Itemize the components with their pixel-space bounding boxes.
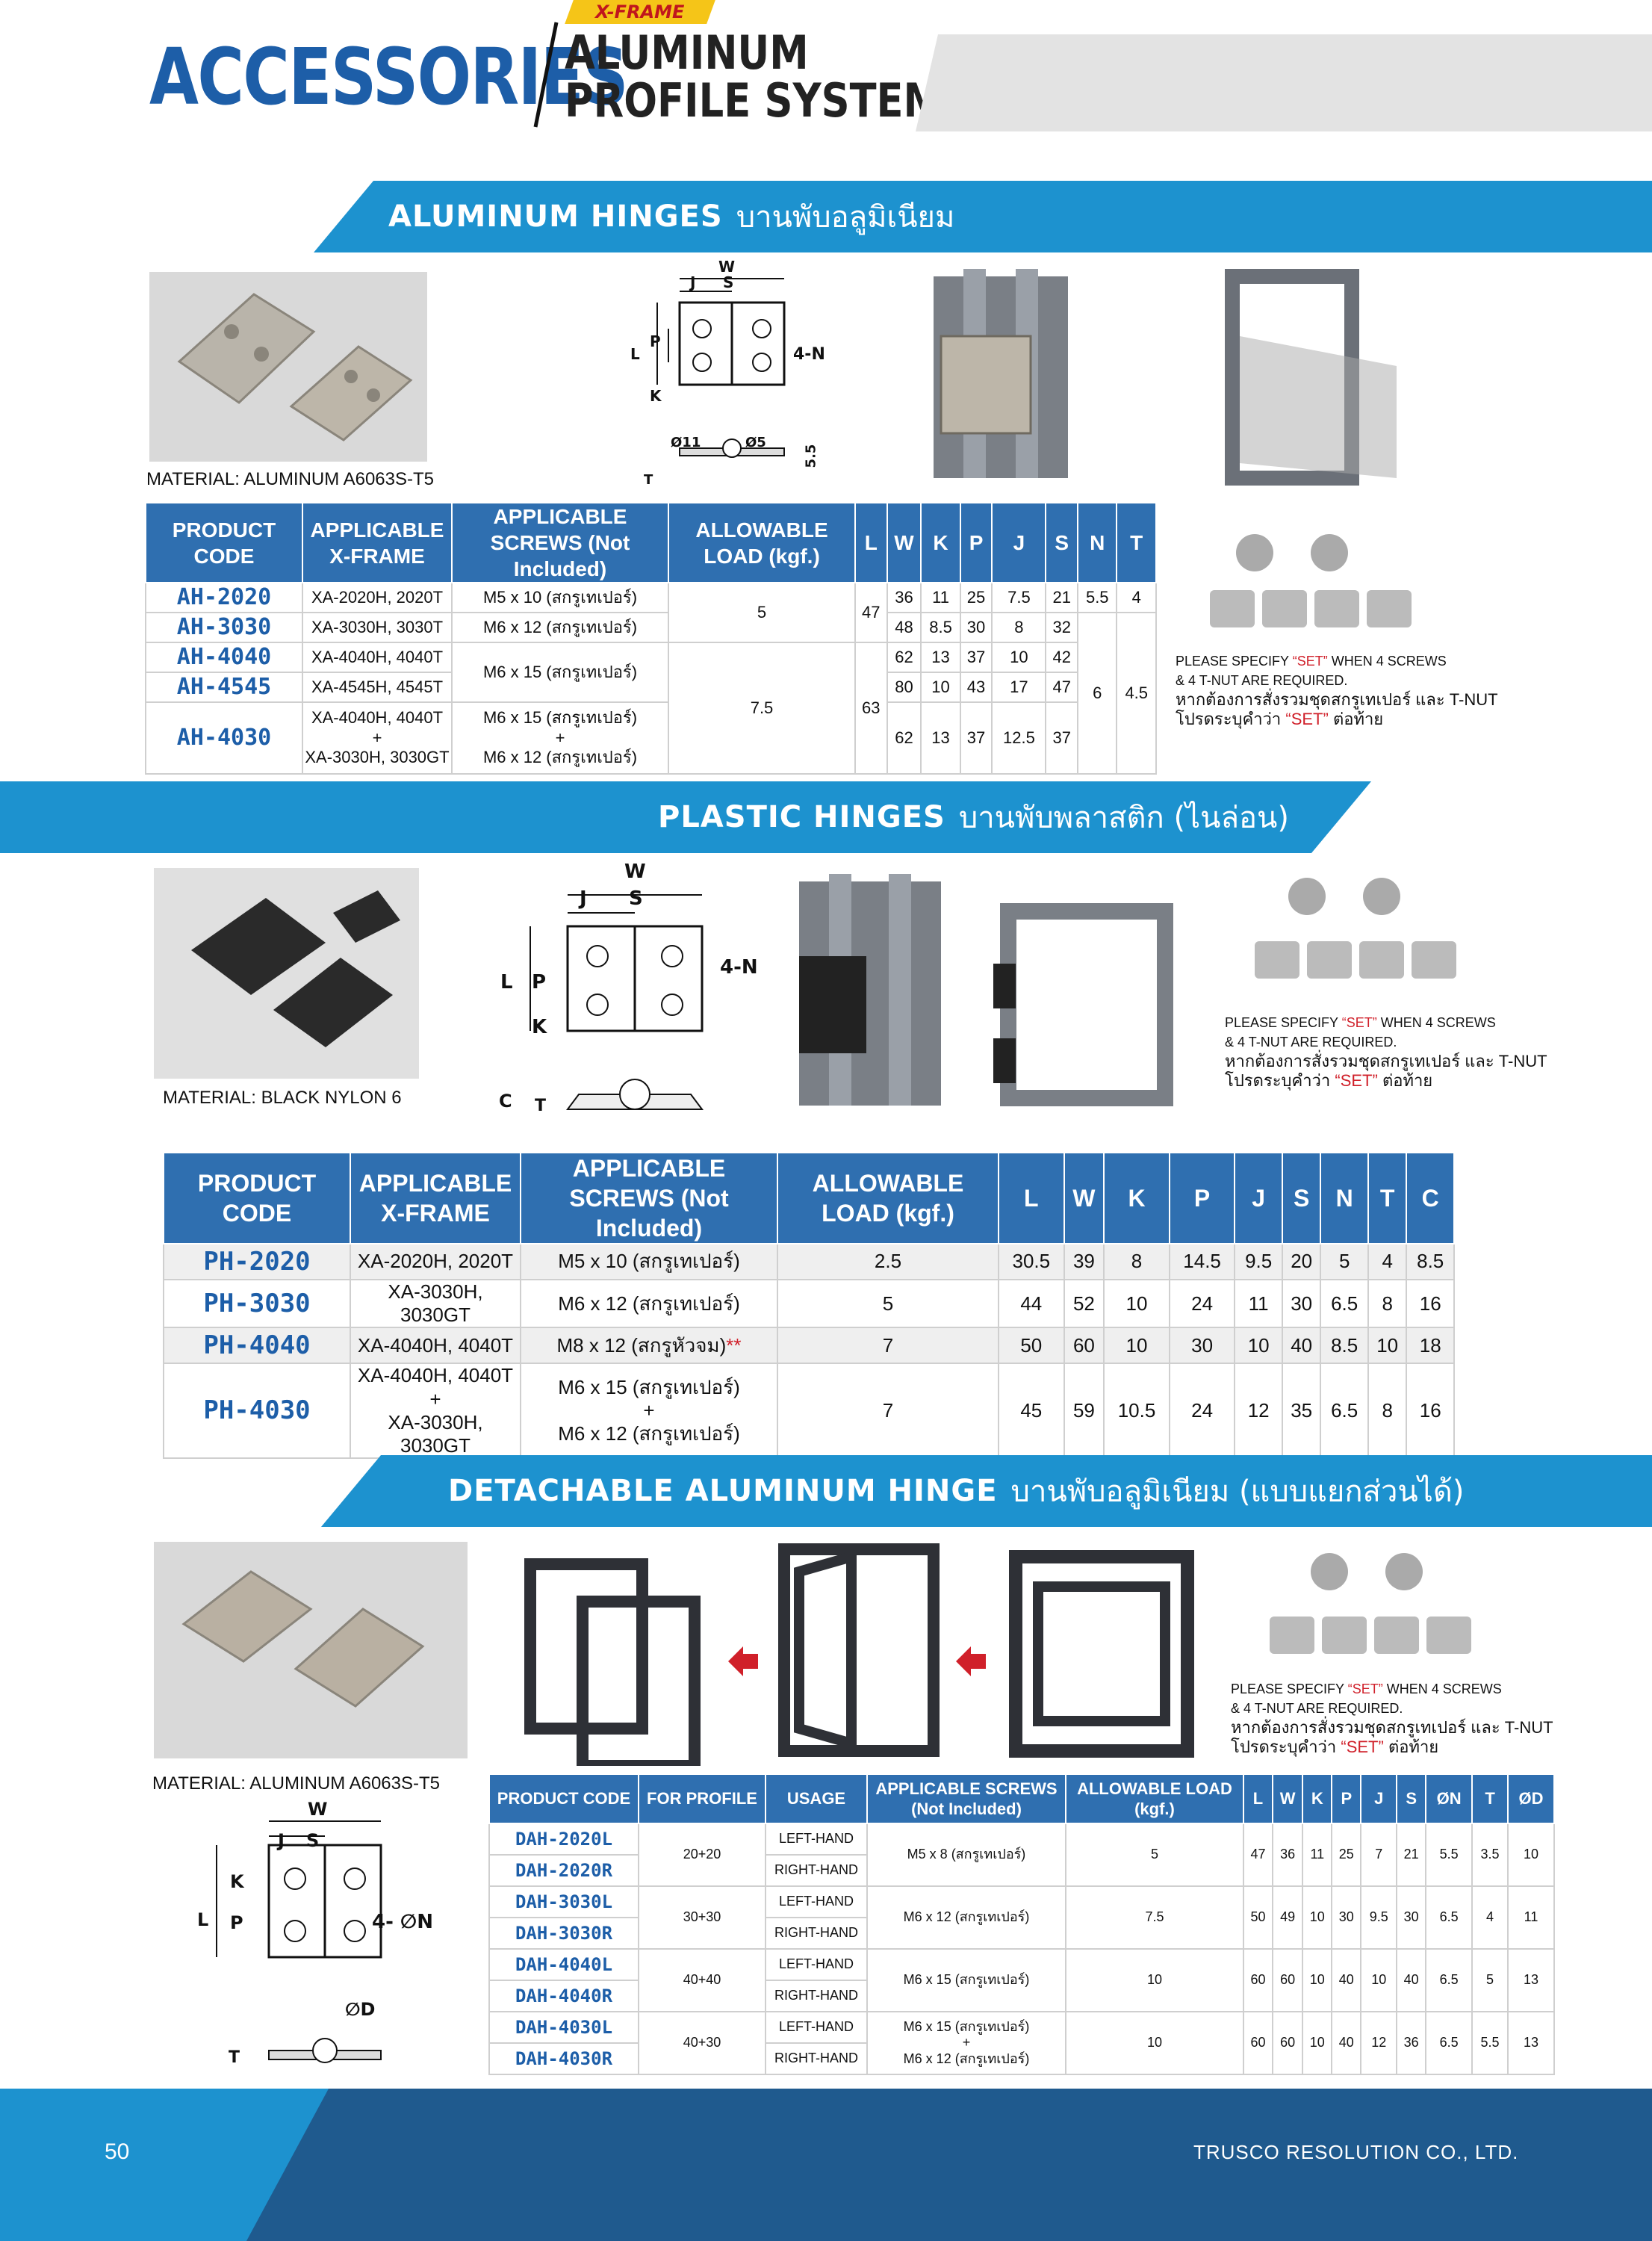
door-frame-render xyxy=(1225,269,1397,486)
page-number: 50 xyxy=(105,2139,130,2164)
dim-55: 5.5 xyxy=(803,444,819,468)
dim-k: K xyxy=(230,1871,244,1892)
material-label: MATERIAL: ALUMINUM A6063S-T5 xyxy=(152,1773,441,1794)
section-band-detachable-hinge: DETACHABLE ALUMINUM HINGE บานพับอลูมิเนี… xyxy=(321,1455,1652,1527)
section-band-aluminum-hinges: ALUMINUM HINGES บานพับอลูมิเนียม xyxy=(314,181,1652,252)
detachable-hinges-table: PRODUCT CODE FOR PROFILE USAGE APPLICABL… xyxy=(488,1773,1556,2075)
dim-p: P xyxy=(532,971,547,994)
aluminum-hinge-image xyxy=(177,293,413,441)
set-note-2: PLEASE SPECIFY “SET” WHEN 4 SCREWS & 4 T… xyxy=(1225,1015,1547,1090)
section-band-plastic-hinges: PLASTIC HINGES บานพับพลาสติก (ไนล่อน) xyxy=(0,781,1371,853)
dim-j: J xyxy=(690,273,696,291)
screws-tnuts-image xyxy=(1255,878,1456,979)
dim-p: P xyxy=(650,332,661,350)
plastic-door-render xyxy=(993,903,1173,1106)
dim-4n: 4-N xyxy=(793,345,825,364)
material-label: MATERIAL: BLACK NYLON 6 xyxy=(163,1088,402,1108)
section-title-th: บานพับอลูมิเนียม xyxy=(736,200,955,235)
plastic-hinge-image xyxy=(191,890,400,1047)
screws-tnuts-image xyxy=(1270,1553,1471,1654)
screws-tnuts-image xyxy=(1210,534,1412,627)
dim-d11: Ø11 xyxy=(671,435,701,450)
dim-l: L xyxy=(197,1909,209,1930)
dim-t: T xyxy=(644,472,653,488)
dim-l: L xyxy=(630,345,640,363)
dim-w: W xyxy=(718,258,736,276)
aluminum-hinges-table: PRODUCT CODE APPLICABLE X-FRAME APPLICAB… xyxy=(145,502,1157,775)
dim-c: C xyxy=(499,1091,512,1112)
section-title-en: ALUMINUM HINGES xyxy=(388,199,723,234)
set-note-1: PLEASE SPECIFY “SET” WHEN 4 SCREWS & 4 T… xyxy=(1176,654,1498,728)
plastic-hinge-photo xyxy=(154,868,419,1079)
aluminum-hinge-photo xyxy=(149,272,427,462)
set-note-3: PLEASE SPECIFY “SET” WHEN 4 SCREWS & 4 T… xyxy=(1231,1681,1553,1756)
detachable-hinge-photo xyxy=(154,1542,468,1758)
material-label: MATERIAL: ALUMINUM A6063S-T5 xyxy=(146,469,435,489)
dim-w: W xyxy=(308,1799,328,1820)
header-subtitle-2: PROFILE SYSTEM xyxy=(565,73,943,128)
detachable-frames-render xyxy=(524,1543,1194,1766)
table-row-code: PH-2020 xyxy=(163,1243,351,1280)
plastic-hinges-table: PRODUCT CODE APPLICABLE X-FRAME APPLICAB… xyxy=(163,1152,1455,1460)
dim-j: J xyxy=(580,887,587,910)
header-subtitle-1: ALUMINUM xyxy=(565,25,809,80)
dim-j: J xyxy=(278,1830,285,1851)
dim-t: T xyxy=(535,1097,547,1115)
detachable-hinge-drawing xyxy=(216,1820,382,2063)
page-title: ACCESSORIES xyxy=(149,31,629,123)
table-row-code: AH-2020 xyxy=(145,582,303,613)
dim-t: T xyxy=(229,2048,240,2067)
plastic-hinge-drawing xyxy=(530,894,704,1110)
company-name: TRUSCO RESOLUTION CO., LTD. xyxy=(1193,2141,1519,2163)
aluminum-hinge-drawing xyxy=(656,278,786,458)
profile-hinge-render xyxy=(934,269,1068,478)
dim-4n: 4- ∅N xyxy=(372,1911,433,1933)
header-grey-bar xyxy=(916,34,1652,131)
header-slash xyxy=(533,22,559,128)
plastic-profile-render xyxy=(799,874,941,1106)
dim-s: S xyxy=(723,273,734,291)
dim-w: W xyxy=(624,861,646,883)
xframe-badge: X-FRAME xyxy=(565,0,715,24)
dim-k: K xyxy=(532,1016,547,1038)
dim-s: S xyxy=(629,887,643,910)
dim-k: K xyxy=(650,387,662,405)
detachable-hinge-image xyxy=(181,1570,425,1708)
xframe-badge-label: X-FRAME xyxy=(595,1,685,22)
dim-d5: Ø5 xyxy=(745,435,766,450)
dim-4n: 4-N xyxy=(720,956,758,979)
dim-d: ∅D xyxy=(345,1999,376,2020)
dim-s: S xyxy=(306,1830,320,1851)
dim-l: L xyxy=(500,971,513,994)
dim-p: P xyxy=(230,1912,243,1933)
